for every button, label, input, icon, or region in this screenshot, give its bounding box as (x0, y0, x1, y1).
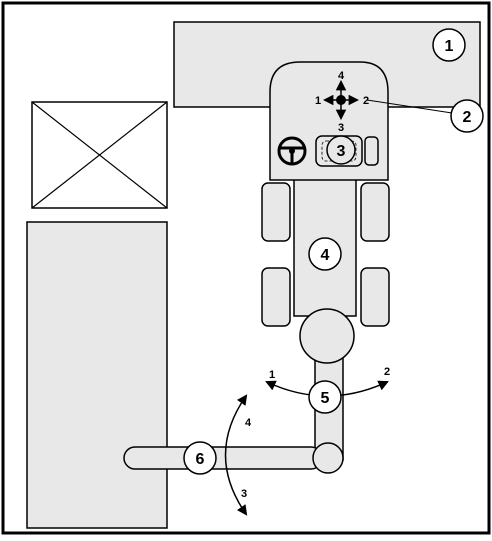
svg-text:6: 6 (196, 451, 205, 468)
trailer-bed (26, 221, 168, 529)
joystick-cross-icon (322, 79, 360, 121)
control-dir-left: 1 (315, 95, 321, 107)
svg-text:1: 1 (445, 38, 454, 55)
side-lever (364, 136, 379, 166)
control-dir-right: 2 (363, 95, 369, 107)
wheel-front-left (261, 182, 291, 242)
svg-text:4: 4 (321, 247, 330, 264)
svg-text:2: 2 (463, 109, 472, 126)
hitch-ball (299, 308, 355, 364)
callout-2: 2 (450, 99, 484, 133)
boom-dir-right: 2 (384, 366, 390, 378)
svg-text:3: 3 (337, 143, 346, 160)
callout-5: 5 (308, 380, 342, 414)
control-dir-down: 3 (338, 122, 344, 134)
callout-1: 1 (432, 28, 466, 62)
horizontal-arm (123, 446, 323, 470)
callout-3: 3 (326, 135, 356, 165)
arm-swing-arrow (224, 394, 248, 516)
wheel-rear-right (360, 267, 390, 327)
control-dir-up: 4 (338, 70, 345, 82)
boom-dir-left: 1 (269, 369, 275, 381)
pivot-joint (312, 442, 344, 474)
steering-wheel-icon (277, 136, 307, 166)
svg-text:5: 5 (321, 390, 330, 407)
wheel-rear-left (261, 267, 291, 327)
arm-dir-up: 4 (245, 417, 252, 429)
callout-2-leader (366, 99, 453, 114)
callout-4: 4 (308, 237, 342, 271)
callout-6: 6 (183, 441, 217, 475)
arm-dir-down: 3 (241, 488, 247, 500)
wheel-front-right (360, 182, 390, 242)
crossed-box-icon (31, 101, 168, 209)
